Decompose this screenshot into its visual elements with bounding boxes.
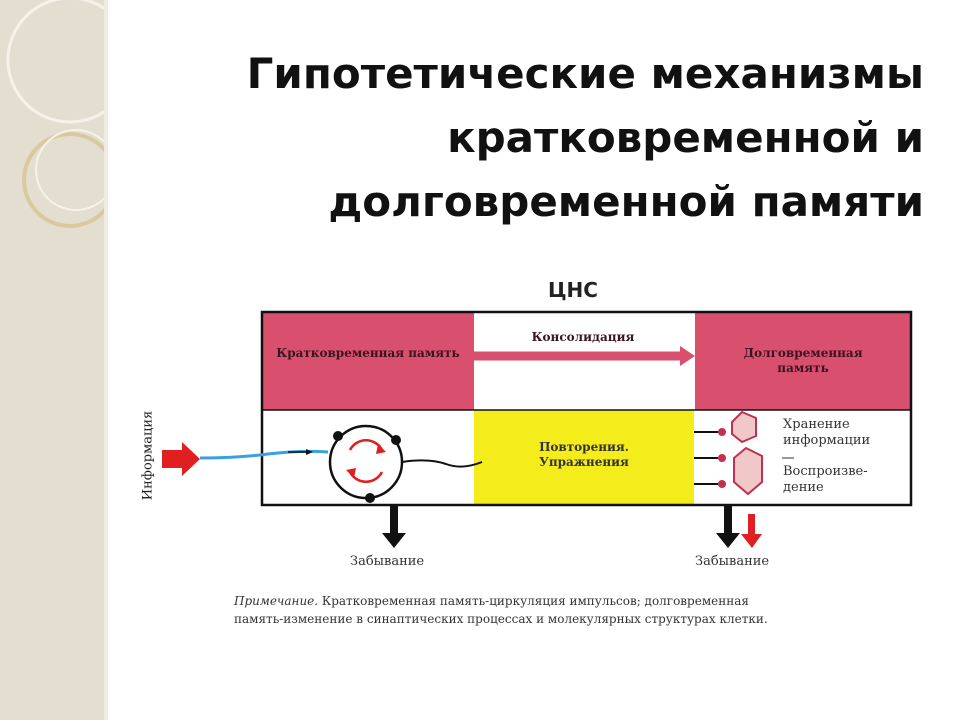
synapse-dot (391, 435, 401, 445)
output-axons (694, 431, 718, 485)
title-line-3: долговременной памяти (328, 177, 924, 226)
synapse-dot (333, 431, 343, 441)
note-label: Примечание. (234, 594, 319, 608)
diagram-graphics (162, 310, 913, 548)
note-line-1: Кратковременная память-циркуляция импуль… (321, 594, 749, 608)
long-term-memory-box (695, 312, 911, 410)
synapse-terminal (718, 480, 726, 488)
circulation-arrowhead-top (376, 444, 386, 454)
circulation-arrowhead-bottom (346, 468, 356, 478)
consolidation-arrowhead (680, 346, 695, 366)
synapse-terminal (718, 428, 726, 436)
side-strip-edge (104, 0, 108, 720)
consolidation-label: Консолидация (531, 330, 635, 344)
forgetting-left-label: Забывание (350, 554, 425, 569)
forgetting-arrowhead-right (716, 533, 740, 548)
title-line-1: Гипотетические механизмы (246, 49, 924, 98)
forgetting-arrowhead-left (382, 533, 406, 548)
cell-structure-icon (733, 446, 763, 496)
impulse-arrowhead (306, 449, 313, 455)
cns-frame (260, 310, 913, 507)
short-term-label: Кратковременная память (276, 346, 460, 360)
short-term-memory-box (262, 312, 474, 410)
retrieval-arrow (748, 514, 755, 536)
repetition-box (474, 410, 694, 504)
forgetting-right-label: Забывание (695, 554, 770, 569)
decorative-side-strip (0, 0, 134, 720)
cell-structure-icon (731, 410, 757, 444)
decorative-circles (6, 0, 134, 228)
synapse-dot (365, 493, 375, 503)
input-arrow (162, 442, 200, 476)
cns-header: ЦНС (548, 278, 598, 302)
forgetting-arrow-left (390, 505, 398, 533)
title-line-2: кратковременной и (447, 113, 924, 162)
retrieval-arrowhead (741, 534, 762, 548)
retrieval-label: Воспроизве-дение (783, 464, 868, 495)
storage-label: Хранение информации (783, 417, 871, 448)
synapse-terminal (718, 454, 726, 462)
repetition-label: Повторения. Упражнения (539, 440, 629, 469)
input-label: Информация (140, 410, 156, 501)
memory-diagram: ЦНС Информация Кратковременная память Ко… (128, 272, 940, 652)
diagram-note: Примечание. Кратковременная память-цирку… (234, 592, 914, 628)
axon-line (401, 459, 483, 468)
long-term-label: Долговременная память (743, 346, 863, 375)
slide-title: Гипотетические механизмы кратковременной… (104, 42, 924, 234)
forgetting-arrow-right (724, 505, 732, 533)
note-line-2: память-изменение в синаптических процесс… (234, 612, 768, 626)
